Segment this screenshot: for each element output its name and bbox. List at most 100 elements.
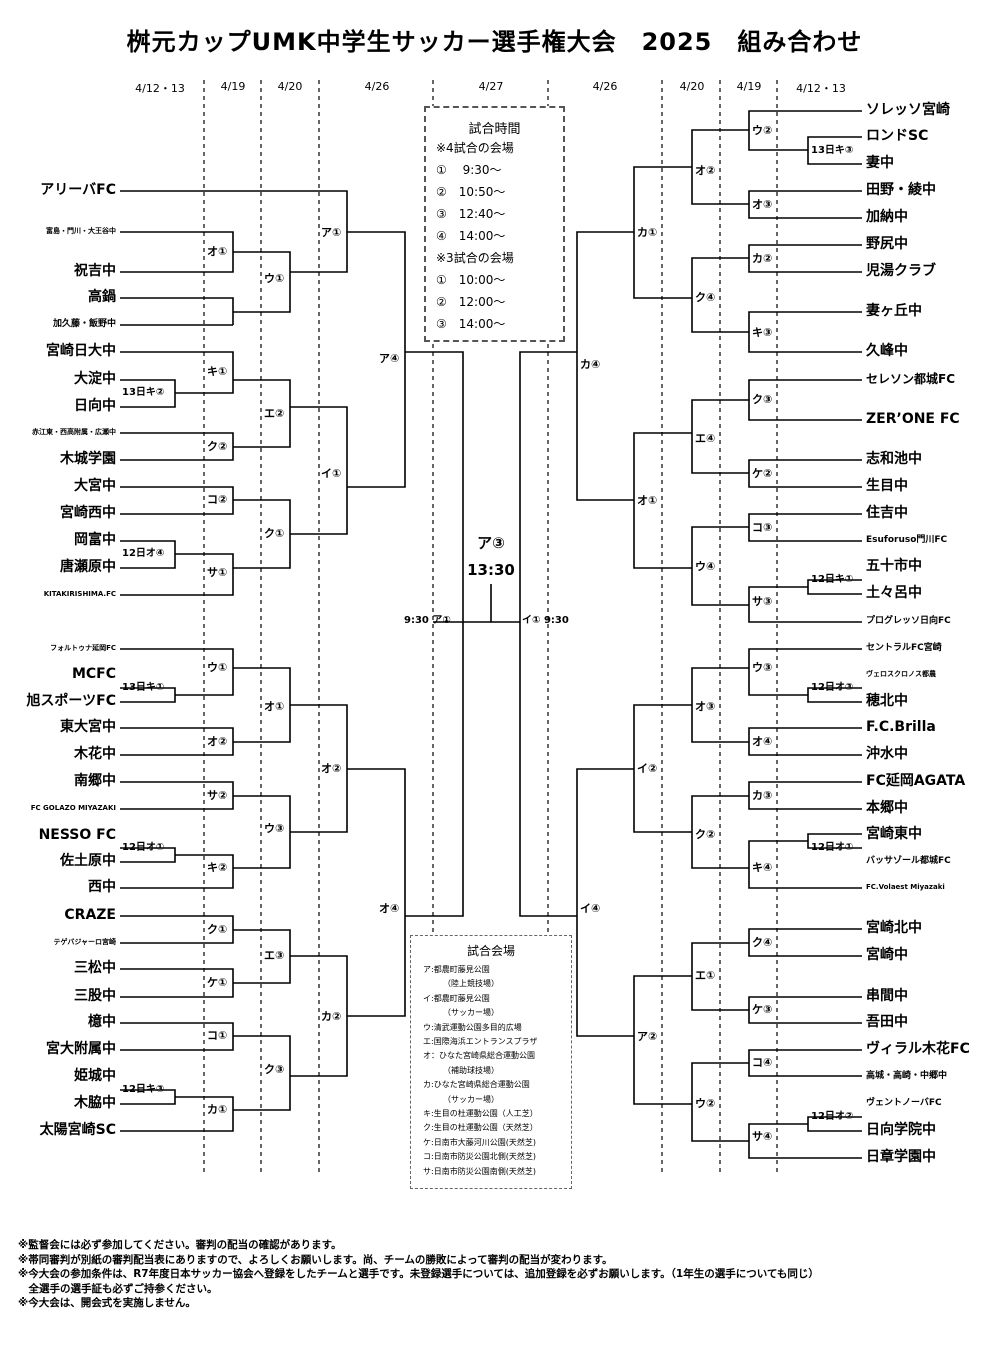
- venue-line: イ:都農町藤見公園: [423, 993, 490, 1003]
- team-name: 宮崎中: [866, 947, 908, 963]
- date-left-r3: 4/20: [277, 80, 303, 93]
- team-name: 生目中: [866, 478, 908, 494]
- match-label: ウ②: [752, 124, 773, 137]
- match-label: ウ②: [695, 1097, 716, 1110]
- venue-line: （補助球技場）: [423, 1065, 499, 1075]
- team-name: ヴェントノーバFC: [866, 1098, 942, 1108]
- team-name: 住吉中: [866, 505, 908, 521]
- venue-line: コ:日南市防災公園北側(天然芝): [423, 1152, 536, 1162]
- team-name: 日章学園中: [866, 1149, 936, 1165]
- team-name: Esuforuso門川FC: [866, 535, 948, 545]
- match-label: ク④: [695, 291, 716, 304]
- team-name: 大淀中: [74, 371, 116, 387]
- team-name: MCFC: [71, 666, 116, 682]
- date-left-r1: 4/12・13: [135, 82, 185, 95]
- team-name: テゲバジャーロ宮崎: [53, 938, 116, 946]
- time-line: ② 12:00～: [436, 295, 506, 309]
- team-name: 日向中: [74, 398, 116, 414]
- match-label: オ①: [264, 700, 285, 713]
- team-name: CRAZE: [64, 907, 116, 923]
- match-label: カ①: [637, 226, 658, 239]
- match-label: コ④: [752, 1056, 773, 1069]
- match-label: ウ①: [264, 272, 285, 285]
- match-label: ク③: [264, 1063, 285, 1076]
- team-name: 東大宮中: [60, 719, 116, 735]
- match-label: ア④: [379, 352, 400, 365]
- team-name: セントラルFC宮崎: [866, 643, 942, 653]
- team-name: 久峰中: [866, 343, 908, 359]
- notes: ※監督会には必ず参加してください。審判の配当の確認があります。 ※帯同審判が別紙…: [18, 1238, 819, 1311]
- match-label: オ②: [321, 762, 342, 775]
- final-match: ア③ 13:30: [466, 530, 516, 584]
- team-name: 岡富中: [74, 532, 116, 548]
- team-name: 日向学院中: [866, 1122, 936, 1138]
- team-name: 田野・綾中: [866, 182, 936, 198]
- team-name: 串間中: [866, 988, 908, 1004]
- match-label: ウ④: [695, 560, 716, 573]
- team-name: 野尻中: [866, 236, 908, 252]
- match-label: ク②: [695, 828, 716, 841]
- match-label: カ①: [207, 1103, 228, 1116]
- team-name: 宮崎日大中: [46, 343, 116, 359]
- match-label: ク④: [752, 936, 773, 949]
- match-label: カ②: [752, 252, 773, 265]
- team-name: 加納中: [866, 209, 908, 225]
- team-name: 沖水中: [866, 746, 908, 762]
- venue-line: カ:ひなた宮崎県総合運動公園: [423, 1080, 530, 1090]
- venue-line: エ:国際海浜エントランスプラザ: [423, 1037, 538, 1047]
- match-label: ウ①: [207, 661, 228, 674]
- team-name: アリーバFC: [40, 182, 116, 198]
- match-label: コ③: [752, 521, 773, 534]
- team-name: プログレッソ日向FC: [866, 616, 951, 626]
- team-name: バッサゾール都城FC: [866, 856, 951, 866]
- team-name: セレソン都城FC: [866, 372, 956, 386]
- date-right-r2: 4/19: [736, 80, 762, 93]
- match-label: ア②: [637, 1030, 658, 1043]
- match-label: イ②: [637, 762, 658, 775]
- venue-line: ケ:日南市大藤河川公園(天然芝): [423, 1137, 536, 1147]
- note-line: ※監督会には必ず参加してください。審判の配当の確認があります。: [18, 1239, 342, 1251]
- venue-line: ク:生目の杜運動公園（天然芝）: [423, 1123, 538, 1133]
- team-name: F.C.Brilla: [866, 719, 936, 735]
- team-name: 高鍋: [88, 289, 116, 305]
- final-match-time: 13:30: [467, 561, 515, 579]
- time-box-heading: 試合時間: [468, 122, 521, 137]
- team-name: 宮崎西中: [60, 505, 116, 521]
- match-label: 12日オ①: [122, 842, 165, 853]
- match-label: 12日キ③: [122, 1084, 165, 1095]
- match-label: カ③: [752, 789, 773, 802]
- match-label: カ②: [321, 1010, 342, 1023]
- team-name: 大宮中: [74, 478, 116, 494]
- match-label: イ④: [580, 902, 601, 915]
- team-name: ヴェロスクロノス都農: [866, 670, 936, 678]
- team-name: 妻ヶ丘中: [866, 303, 922, 319]
- venue-line: ウ:清武運動公園多目的広場: [423, 1022, 522, 1032]
- team-name: 太陽宮崎SC: [39, 1122, 116, 1138]
- match-label: サ④: [752, 1130, 773, 1143]
- note-line: 全選手の選手証も必ずご持参ください。: [18, 1282, 218, 1295]
- date-center: 4/27: [478, 80, 504, 93]
- team-name: 旭スポーツFC: [26, 693, 116, 709]
- match-label: 12日オ④: [122, 548, 165, 559]
- team-name: 木脇中: [74, 1095, 116, 1111]
- venue-line: サ:日南市防災公園南側(天然芝): [423, 1166, 536, 1176]
- match-label: ク②: [207, 440, 228, 453]
- team-name: ソレッソ宮崎: [866, 102, 950, 118]
- venue-line: （サッカー場）: [423, 1008, 499, 1018]
- team-name: ロンドSC: [866, 128, 929, 144]
- team-name: フォルトゥナ延岡FC: [50, 644, 116, 652]
- team-name: 富島・門川・大王谷中: [46, 227, 116, 235]
- time-line: ② 10:50～: [436, 185, 506, 199]
- team-name: 宮大附属中: [46, 1041, 116, 1057]
- team-name: 南郷中: [74, 773, 116, 789]
- team-name: 唐瀬原中: [60, 559, 116, 575]
- note-line: ※今大会の参加条件は、R7年度日本サッカー協会へ登録をしたチームと選手です。未登…: [18, 1268, 819, 1280]
- match-label: ケ②: [752, 467, 773, 480]
- match-label: オ④: [752, 735, 773, 748]
- match-label: オ③: [695, 700, 716, 713]
- match-label: エ④: [695, 432, 716, 445]
- date-right-r3: 4/20: [679, 80, 705, 93]
- team-name: 志和池中: [866, 451, 922, 467]
- match-label: サ②: [207, 789, 228, 802]
